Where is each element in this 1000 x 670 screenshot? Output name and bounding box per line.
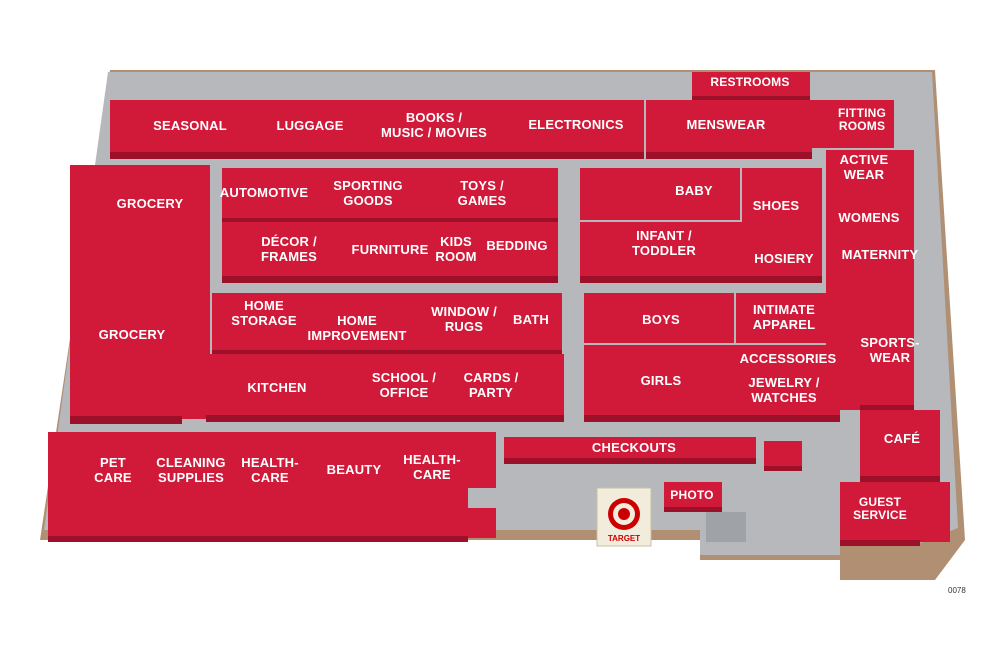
active-wear-womens-block[interactable] [826,150,914,410]
label-sportswear-line-1: SPORTS- [860,335,919,350]
label-books-line-1: BOOKS / [406,110,462,125]
entrance-vestibule [706,512,746,542]
label-intimate-apparel-line-2: APPAREL [753,317,816,332]
automotive-row-block[interactable] [222,168,558,220]
label-healthcare-1-line-2: CARE [251,470,289,485]
kitchen-row-block[interactable] [206,354,564,418]
label-maternity: MATERNITY [842,247,919,262]
department-blocks [48,72,950,546]
label-school-office-line-2: OFFICE [380,385,429,400]
restrooms-block[interactable] [692,72,810,98]
label-sporting-goods-line-1: SPORTING [333,178,403,193]
label-decor-line-2: FRAMES [261,249,317,264]
label-home-improvement-line-1: HOME [337,313,377,328]
label-shoes: SHOES [753,198,800,213]
label-fitting-rooms-line-2: ROOMS [839,119,885,133]
label-active-wear-line-1: ACTIVE [840,152,889,167]
label-cards-party-line-2: PARTY [469,385,513,400]
jewelry-block[interactable] [740,345,840,417]
label-bedding: BEDDING [486,238,547,253]
home-row-block[interactable] [212,293,562,353]
seasonal-row-block[interactable] [110,100,644,154]
baby-block[interactable] [580,168,740,220]
label-fitting-rooms-line-1: FITTING [838,106,886,120]
label-healthcare-2-line-2: CARE [413,467,451,482]
label-cafe: CAFÉ [884,431,920,446]
label-healthcare-1-line-1: HEALTH- [241,455,298,470]
label-intimate-apparel-line-1: INTIMATE [753,302,815,317]
shoes-hosiery-block[interactable] [742,168,822,278]
fitting-rooms-block[interactable] [812,100,894,148]
label-home-improvement-line-2: IMPROVEMENT [308,328,407,343]
label-photo: PHOTO [670,488,713,502]
label-healthcare-2-line-1: HEALTH- [403,452,460,467]
label-womens: WOMENS [838,210,899,225]
label-jewelry-line-1: JEWELRY / [748,375,819,390]
entrance-aisle [468,488,598,508]
label-seasonal: SEASONAL [153,118,227,133]
label-cards-party-line-1: CARDS / [464,370,519,385]
label-school-office-line-1: SCHOOL / [372,370,436,385]
label-menswear: MENSWEAR [687,117,766,132]
label-pet-care-line-1: PET [100,455,126,470]
label-infant-line-2: TODDLER [632,243,696,258]
menswear-block[interactable] [646,100,812,154]
label-boys: BOYS [642,312,680,327]
label-beauty: BEAUTY [327,462,382,477]
label-grocery-bottom: GROCERY [99,327,166,342]
label-toys-line-2: GAMES [458,193,507,208]
label-window-rugs-line-1: WINDOW / [431,304,497,319]
label-restrooms: RESTROOMS [710,75,789,89]
map-code: 0078 [948,586,966,595]
label-sportswear-line-2: WEAR [870,350,911,365]
label-baby: BABY [675,183,713,198]
label-accessories: ACCESSORIES [740,351,837,366]
label-bath: BATH [513,312,549,327]
label-furniture: FURNITURE [352,242,429,257]
label-home-storage-line-2: STORAGE [231,313,297,328]
decor-row-block[interactable] [222,222,558,278]
label-cleaning-line-2: SUPPLIES [158,470,224,485]
cafe-block[interactable] [860,410,940,478]
label-pet-care-line-2: CARE [94,470,132,485]
label-automotive: AUTOMOTIVE [220,185,309,200]
label-sporting-goods-line-2: GOODS [343,193,393,208]
target-logo-text: TARGET [608,534,640,543]
photo-block[interactable] [664,482,722,508]
label-kitchen: KITCHEN [247,380,306,395]
intimate-block[interactable] [736,293,828,343]
label-active-wear-line-2: WEAR [844,167,885,182]
label-electronics: ELECTRONICS [528,117,624,132]
label-cleaning-line-1: CLEANING [156,455,226,470]
label-guest-service-line-1: GUEST [859,495,902,509]
label-hosiery: HOSIERY [754,251,814,266]
label-infant-line-1: INFANT / [636,228,692,243]
infant-block[interactable] [580,222,746,278]
checkout-lane-block [764,441,802,467]
girls-block[interactable] [584,345,740,417]
label-window-rugs-line-2: RUGS [445,319,483,334]
label-home-storage-line-1: HOME [244,298,284,313]
label-jewelry-line-2: WATCHES [751,390,817,405]
label-girls: GIRLS [641,373,682,388]
label-kids-room-line-1: KIDS [440,234,472,249]
label-grocery-top: GROCERY [117,196,184,211]
label-decor-line-1: DÉCOR / [261,234,317,249]
target-logo: TARGET [596,487,652,547]
health-row-block[interactable] [48,432,496,538]
label-guest-service-line-2: SERVICE [853,508,907,522]
label-toys-line-1: TOYS / [460,178,504,193]
checkouts-block[interactable] [504,437,756,459]
boys-block[interactable] [584,293,734,343]
label-kids-room-line-2: ROOM [435,249,476,264]
grocery-block[interactable] [70,165,210,419]
label-luggage: LUGGAGE [276,118,343,133]
label-checkouts: CHECKOUTS [592,440,676,455]
label-books-line-2: MUSIC / MOVIES [381,125,487,140]
guest-service-block[interactable] [840,482,950,542]
